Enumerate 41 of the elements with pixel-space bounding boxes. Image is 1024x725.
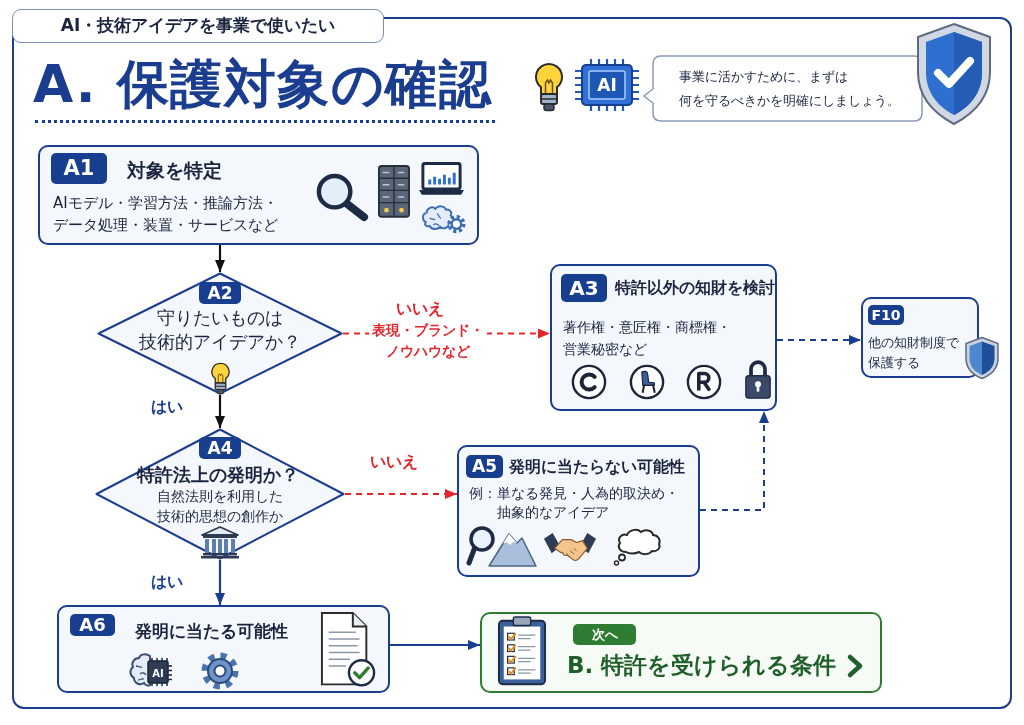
step-description: AIモデル・学習方法・推論方法・データ処理・装置・サービスなど — [53, 193, 279, 236]
step-box — [550, 264, 777, 411]
step-badge: A2 — [199, 282, 241, 304]
next-step-title: B. 特許を受けられる条件 — [567, 651, 837, 680]
arrow — [390, 640, 480, 650]
question-text: 特許法上の発明か？ — [135, 463, 300, 487]
dashed-arrow — [344, 489, 458, 499]
step-box — [861, 297, 979, 378]
next-step-box — [480, 612, 882, 693]
decision-diamond — [97, 272, 343, 395]
arrow — [215, 395, 225, 428]
dashed-arrow — [776, 335, 862, 345]
step-badge: A4 — [199, 437, 241, 459]
step-title: 特許以外の知財を検討 — [615, 278, 775, 299]
step-box — [457, 445, 700, 577]
edge-label: はい — [148, 397, 186, 417]
step-description: 例：単なる発見・人為的取決め・抽象的なアイデア — [469, 484, 680, 522]
step-badge: A5 — [466, 455, 503, 478]
speech-bubble: 事業に活かすために、まずは何を守るべきかを明確にしましょう。 — [643, 55, 923, 122]
step-badge: A3 — [561, 274, 607, 302]
edge-label: はい — [148, 572, 186, 592]
step-title: 対象を特定 — [127, 158, 222, 183]
dashed-arrow — [699, 410, 769, 511]
arrow — [215, 560, 225, 605]
step-badge: F10 — [868, 305, 904, 325]
page-title: A. 保護対象の確認 — [33, 53, 493, 115]
step-badge: A1 — [51, 153, 107, 184]
step-badge: A6 — [70, 614, 115, 636]
header-tab: AI・技術アイデアを事業で使いたい — [12, 9, 384, 43]
next-badge: 次へ — [573, 624, 636, 645]
question-text: 守りたいものは技術的アイデアか？ — [138, 306, 302, 354]
arrow — [215, 245, 225, 272]
step-description: 著作権・意匠権・商標権・営業秘密など — [563, 318, 732, 359]
note-text: 自然法則を利用した技術的思想の創作か — [156, 487, 284, 526]
decision-diamond — [95, 428, 345, 560]
step-title: 発明に当たらない可能性 — [509, 457, 685, 478]
step-box — [57, 605, 390, 693]
step-description: 他の知財制度で保護する — [868, 334, 960, 372]
step-box — [38, 145, 479, 245]
step-title: 発明に当たる可能性 — [135, 620, 288, 643]
edge-note: 表現・ブランド・ノウハウなど — [369, 320, 487, 362]
